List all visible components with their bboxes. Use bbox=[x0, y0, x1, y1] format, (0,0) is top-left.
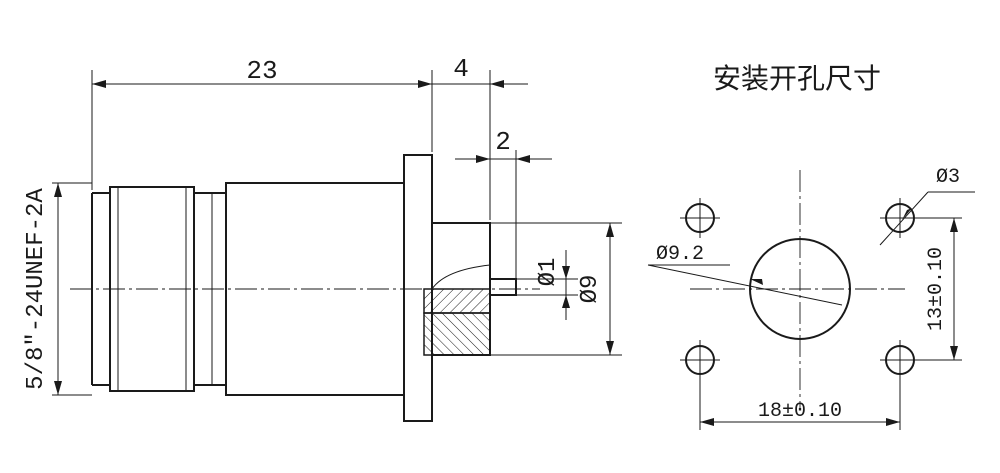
horizontal-spacing-label: 18±0.10 bbox=[758, 400, 842, 423]
dim-dia-9-label: Ø9 bbox=[577, 275, 604, 304]
dim-2-label: 2 bbox=[495, 127, 511, 157]
connector-side-view bbox=[70, 154, 540, 422]
dim-4-label: 4 bbox=[453, 54, 469, 84]
mount-flange bbox=[403, 154, 433, 422]
center-hole bbox=[749, 238, 851, 340]
dim-4: 4 bbox=[432, 54, 528, 220]
center-pin bbox=[489, 278, 517, 296]
hole-dia-label: Ø3 bbox=[936, 166, 960, 189]
dim-23: 23 bbox=[91, 56, 433, 190]
dim-2: 2 bbox=[455, 127, 552, 278]
nut-end bbox=[91, 192, 110, 386]
panel-cutout-view: Ø9.2 Ø3 13±0.10 18±0.10 bbox=[647, 166, 975, 430]
dim-dia-9: Ø9 bbox=[490, 222, 622, 356]
cutout-title: 安装开孔尺寸 bbox=[713, 62, 881, 95]
coupling-nut bbox=[109, 186, 195, 392]
dim-thread: 5/8″-24UNEF-2A bbox=[23, 182, 92, 396]
dim-thread-label: 5/8″-24UNEF-2A bbox=[23, 188, 50, 390]
dim-dia-1-label: Ø1 bbox=[535, 258, 562, 287]
center-dia-label: Ø9.2 bbox=[656, 243, 704, 266]
dim-23-label: 23 bbox=[246, 56, 277, 86]
vertical-spacing-label: 13±0.10 bbox=[925, 247, 948, 331]
dim-dia-1: Ø1 bbox=[516, 250, 578, 320]
